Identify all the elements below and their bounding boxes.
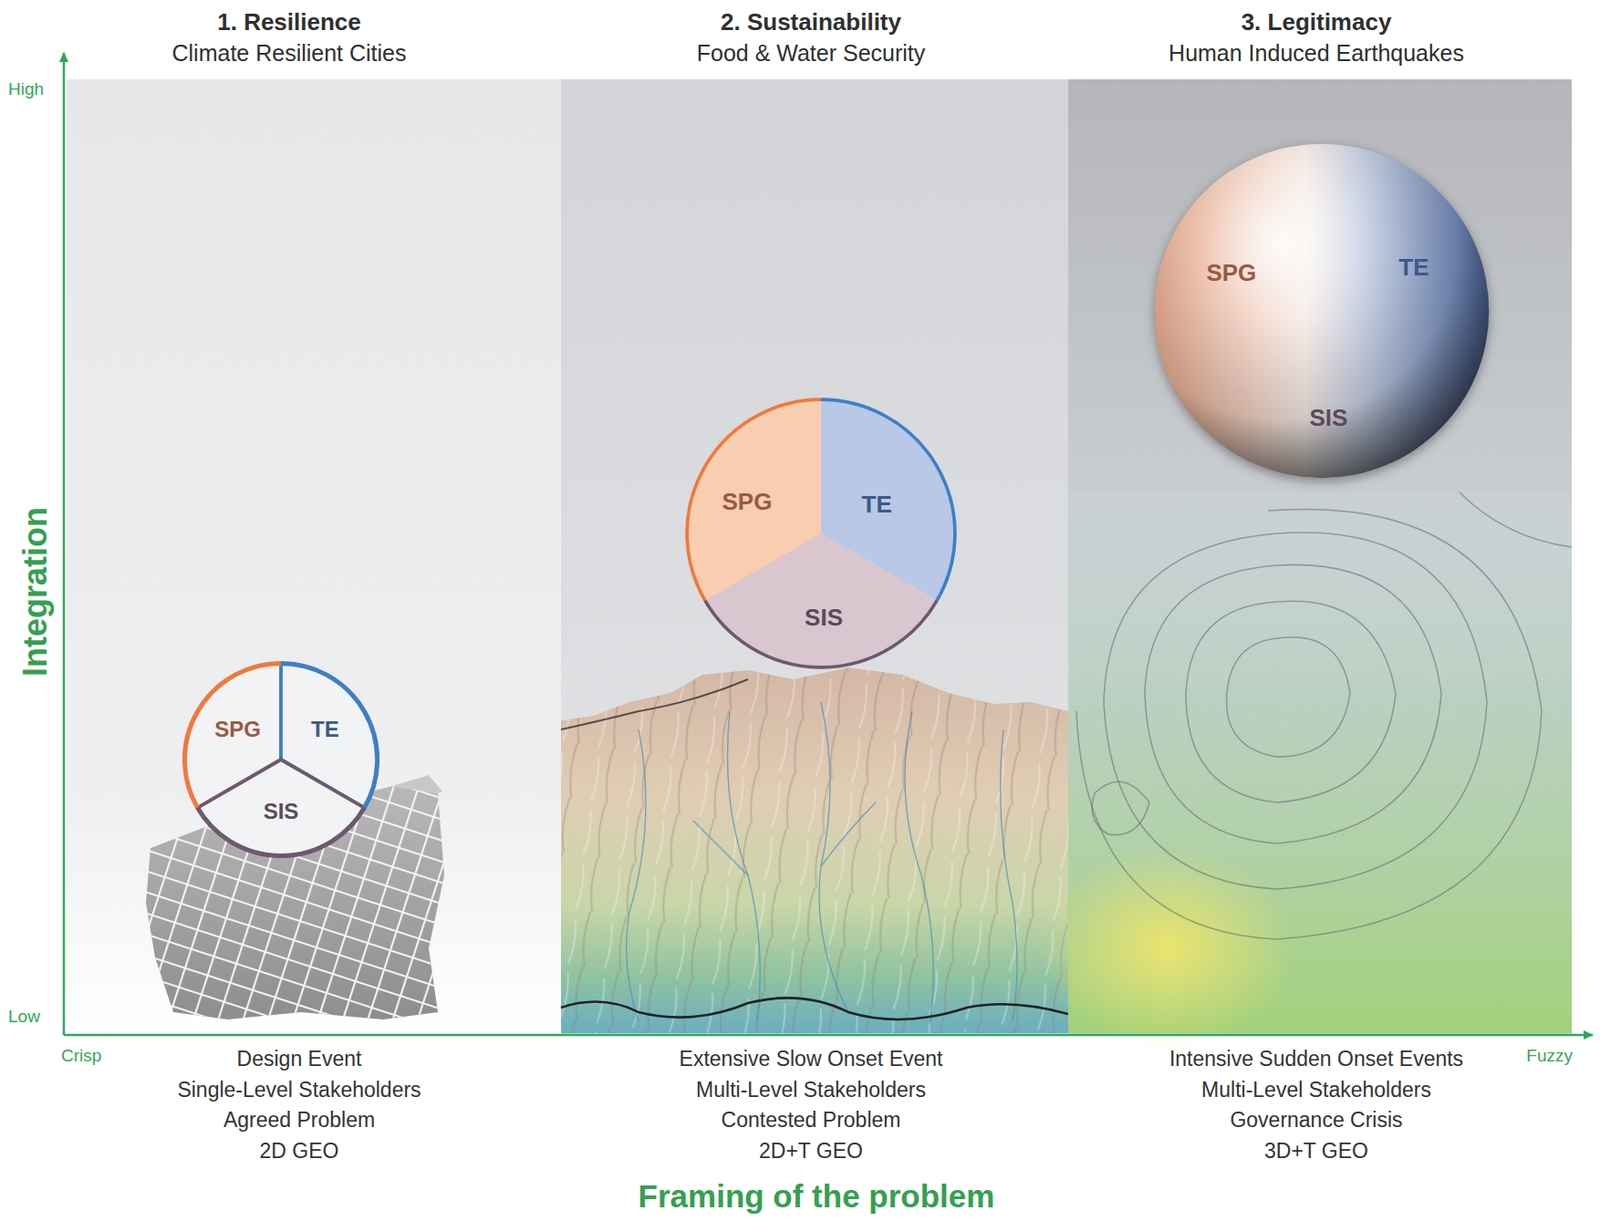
framing-descriptor: Contested Problem xyxy=(721,1108,902,1133)
framing-descriptor: 2D GEO xyxy=(259,1139,340,1164)
segment-label: SPG xyxy=(721,488,772,517)
framing-descriptor: Multi-Level Stakeholders xyxy=(696,1078,926,1102)
segment-label: TE xyxy=(862,491,893,520)
framing-descriptor: 3D+T GEO xyxy=(1264,1139,1369,1164)
segment-label: SPG xyxy=(1205,259,1257,288)
integration-sphere: SPG TE SIS xyxy=(1151,140,1493,482)
framing-descriptor: Intensive Sudden Onset Events xyxy=(1169,1047,1464,1071)
axis-end-label: High xyxy=(8,79,44,100)
framing-descriptor: Extensive Slow Onset Event xyxy=(679,1047,944,1071)
segment-label: TE xyxy=(311,716,340,743)
framing-descriptor: 2D+T GEO xyxy=(758,1139,863,1164)
column-band: 1. ResilienceClimate Resilient CitiesSPG… xyxy=(66,0,562,1035)
axis-title: Framing of the problem xyxy=(638,1178,996,1216)
segment-label: SIS xyxy=(263,799,300,825)
segment-label: TE xyxy=(1398,254,1429,282)
framing-descriptor: Single-Level Stakeholders xyxy=(176,1078,421,1102)
segment-label: SIS xyxy=(804,604,843,633)
axis-end-label: Fuzzy xyxy=(1526,1046,1573,1067)
column-heading: 2. Sustainability xyxy=(720,9,902,37)
column-heading: 3. Legitimacy xyxy=(1241,9,1393,37)
column-subheading: Human Induced Earthquakes xyxy=(1168,40,1465,67)
framing-descriptor: Governance Crisis xyxy=(1229,1108,1403,1133)
axis-end-label: Crisp xyxy=(61,1046,102,1067)
axis-title: Integration xyxy=(16,507,54,677)
axis-end-label: Low xyxy=(8,1007,41,1028)
column-subheading: Food & Water Security xyxy=(696,40,926,67)
column-band: 2. SustainabilityFood & Water SecuritySP… xyxy=(561,0,1069,1035)
framing-descriptor: Agreed Problem xyxy=(223,1108,375,1133)
framing-descriptor: Design Event xyxy=(237,1047,363,1071)
integration-circle: SPG TE SIS xyxy=(681,394,961,674)
integration-circle: SPG TE SIS xyxy=(180,659,382,861)
pie-shape xyxy=(180,659,382,861)
segment-label: SIS xyxy=(1309,405,1349,433)
segment-label: SPG xyxy=(214,716,261,743)
framing-descriptor: Multi-Level Stakeholders xyxy=(1201,1078,1432,1102)
column-heading: 1. Resilience xyxy=(217,9,362,37)
column-band: 3. LegitimacyHuman Induced EarthquakesSP… xyxy=(1068,0,1572,1035)
column-subheading: Climate Resilient Cities xyxy=(171,40,406,67)
